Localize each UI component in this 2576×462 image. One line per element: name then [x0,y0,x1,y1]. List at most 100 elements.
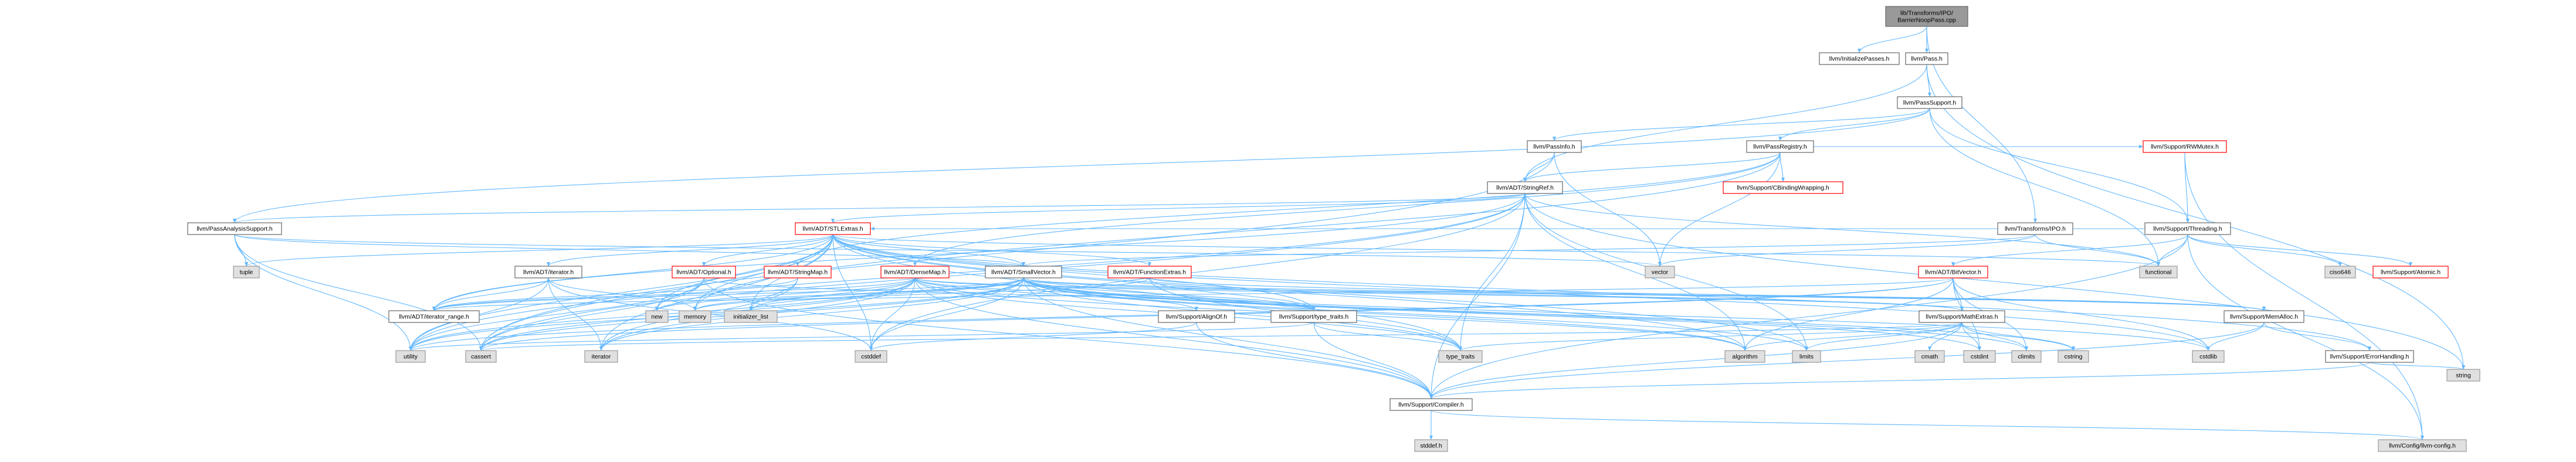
include-edge [869,193,1526,351]
include-edge [832,234,1463,351]
node-label: lib/Transforms/IPO/ [1900,10,1953,17]
node-llvm-support-rwmutex-h[interactable]: llvm/Support/RWMutex.h [2143,140,2227,153]
node-llvm-adt-densemap-h[interactable]: llvm/ADT/DenseMap.h [880,266,950,278]
include-edge [655,277,1024,311]
node-box [672,266,736,278]
include-edge [1429,322,1962,399]
node-llvm-support-cbindingwrapping-h[interactable]: llvm/Support/CBindingWrapping.h [1723,181,1843,194]
node-label: cstddef [861,354,881,361]
include-edge [547,234,833,267]
include-edge [869,322,1197,351]
node-llvm-pass-h[interactable]: llvm/Pass.h [1905,52,1948,65]
node-llvm-adt-bitvector-h[interactable]: llvm/ADT/BitVector.h [1918,266,1988,278]
node-llvm-passanalysissupport-h[interactable]: llvm/PassAnalysisSupport.h [187,222,282,235]
node-box [679,310,711,323]
include-edge [1554,152,1662,267]
node-box [1914,350,1945,363]
node-label: cassert [471,354,491,361]
node-lib-transforms-ipo-barriernooppass-cpp[interactable]: lib/Transforms/IPO/BarrierNoopPass.cpp [1885,6,1968,27]
include-edge [832,234,2160,267]
include-edge [1022,234,2036,267]
include-edge [432,277,916,311]
node-llvm-adt-stringref-h[interactable]: llvm/ADT/StringRef.h [1487,181,1563,194]
node-label: functional [2145,269,2172,276]
node-label: llvm/Support/Compiler.h [1398,402,1464,409]
node-box [1438,350,1483,363]
node-initializer-list: initializer_list [724,310,778,323]
include-edge [1961,322,2076,351]
include-edge [655,234,833,311]
node-label: climits [2018,354,2035,361]
node-limits: limits [1792,350,1821,363]
node-label: llvm/ADT/iterator.h [523,269,574,276]
edges-layer [233,26,2466,440]
include-edge [1023,277,2028,351]
include-edge [233,193,1526,223]
node-box [584,350,618,363]
include-edge [832,234,1025,267]
node-box [2143,140,2227,153]
node-box [1723,181,1843,194]
nodes-layer: lib/Transforms/IPO/BarrierNoopPass.cpp ll… [187,6,2480,452]
node-llvm-support-memalloc-h[interactable]: llvm/Support/MemAlloc.h [2224,310,2304,323]
node-box [1918,266,1988,278]
node-box [2011,350,2042,363]
node-label: initializer_list [733,314,768,321]
node-label: iterator [592,354,611,361]
node-label: llvm/ADT/FunctionExtras.h [1113,269,1186,276]
include-edge [479,322,1962,351]
include-edge [1961,322,1982,351]
include-edge [1929,108,2161,267]
node-llvm-support-errorhandling-h[interactable]: llvm/Support/ErrorHandling.h [2325,350,2414,363]
node-llvm-adt-iterator-range-h[interactable]: llvm/ADT/iterator_range.h [388,310,480,323]
include-edge [2035,234,2161,267]
include-edge [432,277,549,311]
node-llvm-support-mathextras-h[interactable]: llvm/Support/MathExtras.h [1919,310,2005,323]
node-box [1527,140,1582,153]
node-box [2224,310,2304,323]
include-edge [2187,234,2412,267]
node-box [2192,350,2225,363]
node-label: ciso646 [2330,269,2351,276]
node-label: llvm/Support/CBindingWrapping.h [1737,185,1829,192]
node-llvm-adt-optional-h[interactable]: llvm/ADT/Optional.h [672,266,736,278]
node-label: llvm/InitializePasses.h [1829,56,1890,63]
include-edge [1658,234,2036,267]
node-llvm-adt-iterator-h[interactable]: llvm/ADT/iterator.h [514,266,582,278]
node-llvm-initializepasses-h[interactable]: llvm/InitializePasses.h [1819,52,1900,65]
node-label: utility [404,354,418,361]
node-llvm-support-atomic-h[interactable]: llvm/Support/Atomic.h [2372,266,2449,278]
node-llvm-passinfo-h[interactable]: llvm/PassInfo.h [1527,140,1582,153]
node-llvm-adt-smallvector-h[interactable]: llvm/ADT/SmallVector.h [985,266,1062,278]
node-llvm-adt-stlextras-h[interactable]: llvm/ADT/STLExtras.h [795,222,871,235]
node-llvm-support-alignof-h[interactable]: llvm/Support/AlignOf.h [1158,310,1235,323]
node-llvm-support-type-traits-h[interactable]: llvm/Support/type_traits.h [1270,310,1357,323]
include-edge [234,234,483,351]
include-edge [245,234,833,267]
node-llvm-passregistry-h[interactable]: llvm/PassRegistry.h [1746,140,1814,153]
node-cassert: cassert [465,350,497,363]
node-box [724,310,778,323]
node-label: cstdint [1971,354,1988,361]
node-box [1487,181,1563,194]
node-llvm-adt-stringmap-h[interactable]: llvm/ADT/StringMap.h [764,266,832,278]
node-llvm-transforms-ipo-h[interactable]: llvm/Transforms/IPO.h [1997,222,2073,235]
include-edge [1429,193,1526,399]
node-llvm-support-compiler-h[interactable]: llvm/Support/Compiler.h [1389,398,1473,411]
node-box [2058,350,2089,363]
include-edge [234,234,249,267]
node-llvm-support-threading-h[interactable]: llvm/Support/Threading.h [2144,222,2231,235]
include-edge [1023,277,1433,399]
node-label: stddef.h [1420,443,1442,450]
node-llvm-passsupport-h[interactable]: llvm/PassSupport.h [1897,96,1962,109]
include-edge [914,277,1964,311]
include-edge [1149,277,1316,311]
node-box [2378,439,2467,452]
include-edge [796,152,1781,267]
node-label: llvm/Config/llvm-config.h [2389,443,2456,450]
include-edge [408,234,833,351]
node-cstddef: cstddef [855,350,887,363]
node-llvm-adt-functionextras-h[interactable]: llvm/ADT/FunctionExtras.h [1107,266,1192,278]
node-box [1389,398,1473,411]
